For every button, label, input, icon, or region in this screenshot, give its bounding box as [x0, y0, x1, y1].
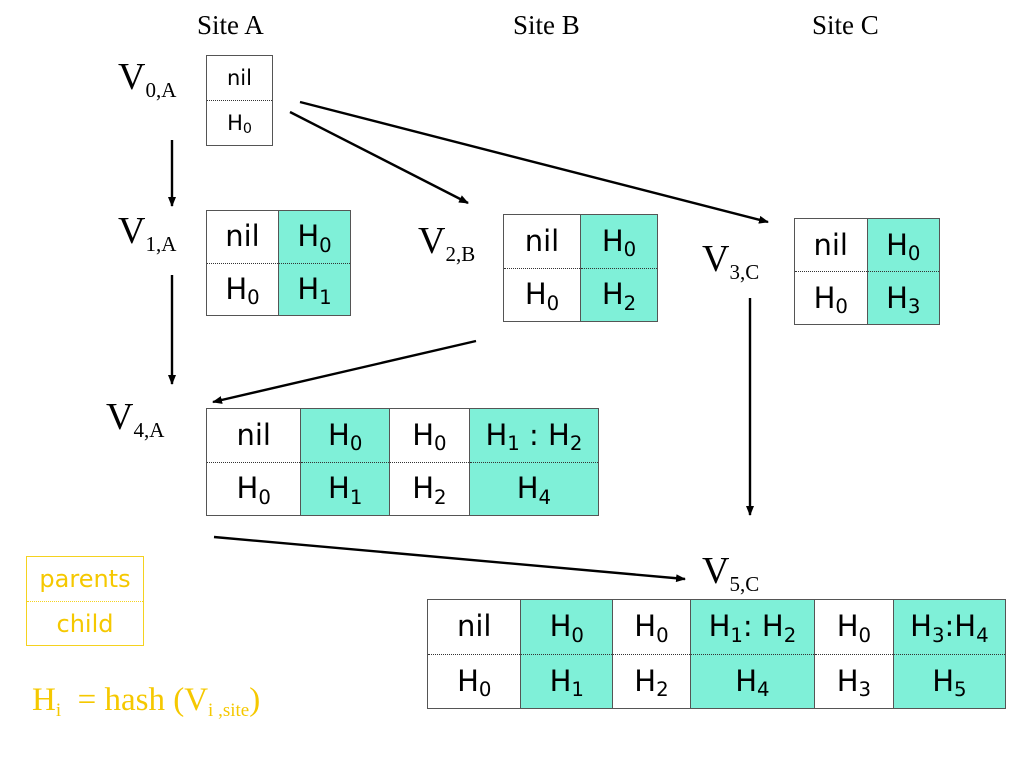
label-v2-b: V2,B	[418, 220, 476, 266]
site-b-header: Site B	[513, 10, 580, 40]
hash-formula: Hi = hash (Vi ,site)	[32, 682, 261, 721]
label-v0-a: V0,A	[118, 56, 177, 102]
parent-hash-cell: H0	[300, 408, 390, 463]
legend-box: parents child	[26, 556, 144, 646]
parent-hash-cell: nil	[426, 599, 522, 655]
parent-hash-cell: H0	[278, 210, 351, 264]
parent-hash-cell: H0	[580, 214, 658, 269]
site-c-header: Site C	[812, 10, 879, 40]
child-hash-cell: H0	[206, 100, 273, 146]
child-hash-cell: H2	[612, 653, 691, 709]
label-v3-c: V3,C	[702, 238, 760, 284]
label-v1-a: V1,A	[118, 210, 177, 256]
child-hash-cell: H0	[205, 461, 302, 516]
child-hash-cell: H0	[426, 653, 522, 709]
child-hash-cell: H0	[794, 271, 868, 325]
child-hash-cell: H2	[389, 461, 470, 516]
arrow-v0-to-v3	[299, 100, 769, 224]
child-hash-cell: H1	[278, 262, 351, 316]
child-hash-cell: H0	[503, 267, 581, 322]
parent-hash-cell: H0	[813, 599, 894, 655]
parent-hash-cell: H0	[866, 218, 940, 272]
label-v5-c: V5,C	[702, 550, 760, 596]
child-hash-cell: H0	[206, 262, 279, 316]
parent-hash-cell: nil	[206, 210, 279, 264]
child-hash-cell: H4	[689, 653, 815, 709]
child-hash-cell: H1	[520, 653, 614, 709]
legend-parents: parents	[27, 557, 143, 602]
parent-hash-cell: nil	[503, 214, 581, 269]
child-hash-cell: H2	[580, 267, 658, 322]
parent-hash-cell: H1: H2	[689, 599, 815, 655]
parent-hash-cell: H0	[389, 408, 470, 463]
child-hash-cell: H3	[813, 653, 894, 709]
child-hash-cell: H5	[892, 653, 1007, 709]
child-hash-cell: H4	[468, 461, 600, 516]
parent-hash-cell: H3:H4	[892, 599, 1007, 655]
arrow-v4-to-v5	[213, 535, 686, 583]
child-hash-cell: H1	[300, 461, 390, 516]
arrow-v0-to-v2	[289, 110, 469, 205]
label-v4-a: V4,A	[106, 396, 165, 442]
child-hash-cell: H3	[866, 271, 940, 325]
arrow-v2-to-v4	[212, 339, 477, 404]
parent-hash-cell: H1 : H2	[468, 408, 600, 463]
legend-child: child	[56, 610, 114, 638]
parent-hash-cell: nil	[205, 408, 302, 463]
site-a-header: Site A	[197, 10, 264, 40]
